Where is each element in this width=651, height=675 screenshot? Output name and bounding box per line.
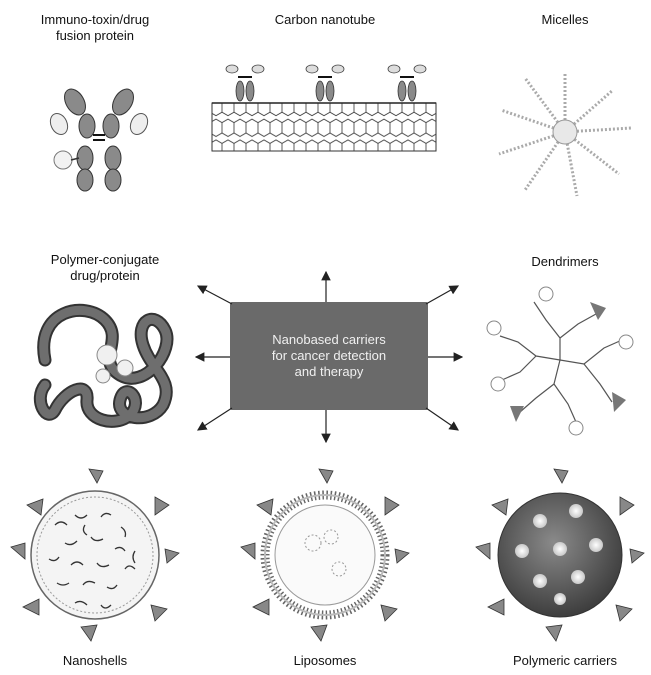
label-dendrimers: Dendrimers	[505, 254, 625, 270]
center-box: Nanobased carriers for cancer detection …	[230, 302, 428, 410]
liposome-icon	[235, 465, 415, 645]
antibody-icon	[45, 80, 155, 200]
arrow-up-right	[426, 286, 458, 304]
carbon-nanotube-icon	[210, 55, 440, 155]
label-polymer-conjugate: Polymer-conjugate drug/protein	[30, 252, 180, 284]
label-carbon-nanotube: Carbon nanotube	[240, 12, 410, 28]
center-text: Nanobased carriers for cancer detection …	[272, 332, 386, 380]
polymeric-carrier-icon	[470, 465, 650, 645]
dendrimer-icon	[480, 280, 640, 440]
label-polymeric-carriers: Polymeric carriers	[490, 653, 640, 669]
arrow-down-right	[426, 408, 458, 430]
label-immunotoxin: Immuno-toxin/drug fusion protein	[20, 12, 170, 44]
micelle-icon	[495, 70, 635, 200]
arrow-down-left	[198, 408, 232, 430]
nanoshell-icon	[5, 465, 185, 645]
arrow-up-left	[198, 286, 232, 304]
polymer-conjugate-icon	[25, 290, 195, 430]
label-liposomes: Liposomes	[270, 653, 380, 669]
label-nanoshells: Nanoshells	[40, 653, 150, 669]
label-micelles: Micelles	[515, 12, 615, 28]
